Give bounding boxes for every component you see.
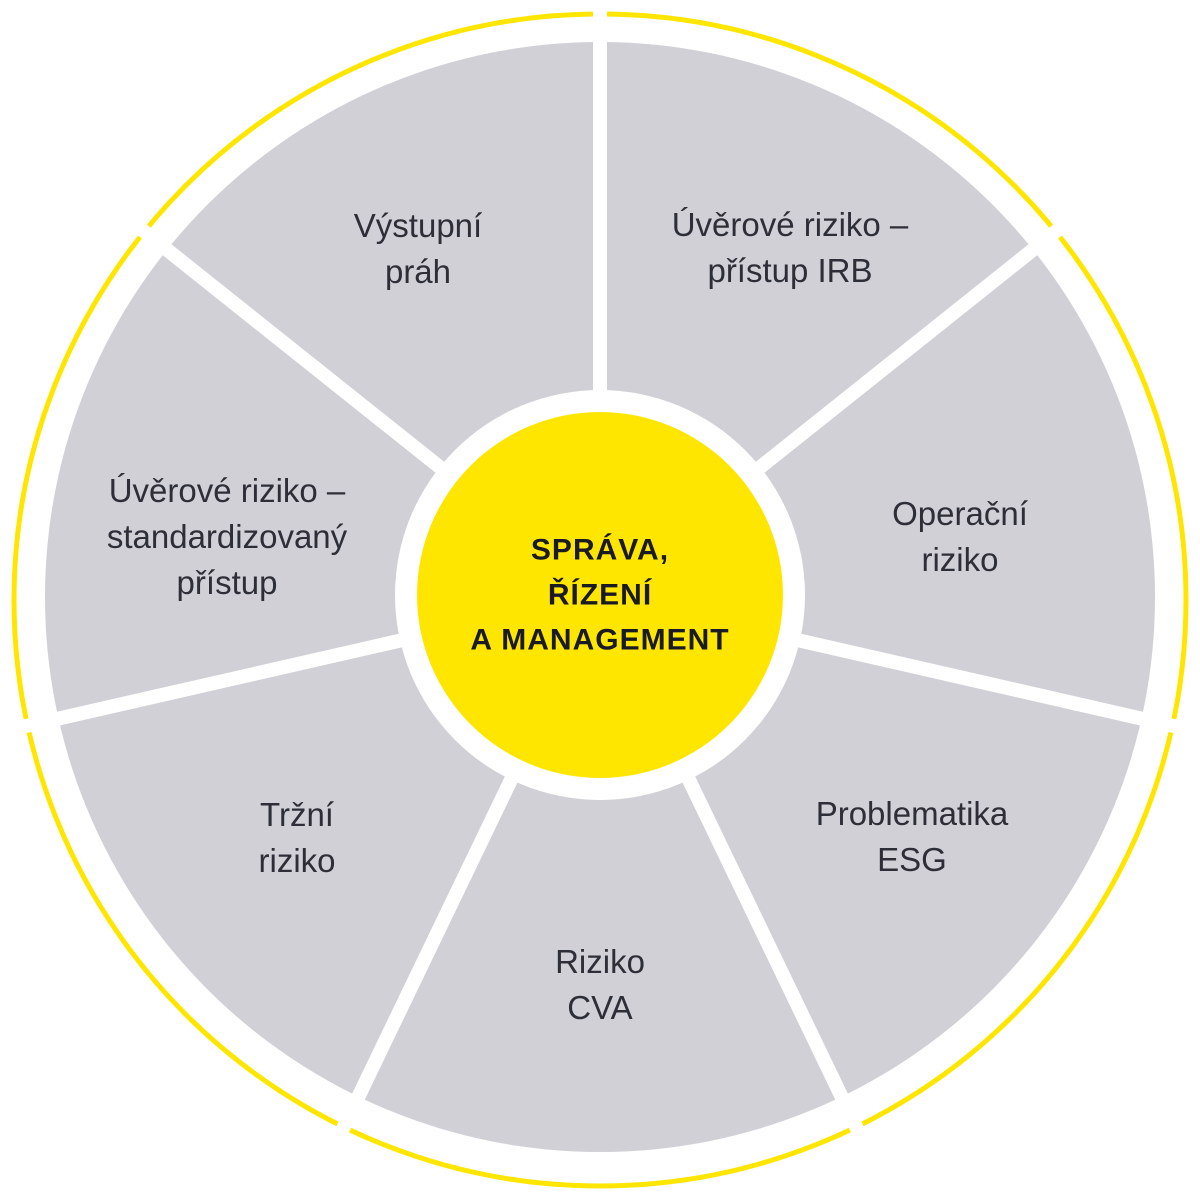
segment-credit-risk-irb: Úvěrové riziko – přístup IRB: [672, 202, 909, 294]
segment-esg: Problematika ESG: [816, 791, 1009, 883]
segment-cva-risk: Riziko CVA: [555, 939, 645, 1031]
segment-label-line: Úvěrové riziko –: [671, 206, 909, 243]
segment-label-line: standardizovaný: [106, 518, 348, 555]
segment-label-line: přístup: [176, 564, 278, 601]
segment-label-line: práh: [384, 253, 452, 290]
segment-label-line: přístup IRB: [707, 252, 873, 289]
center-circle: [417, 412, 783, 778]
segment-label-line: Úvěrové riziko –: [108, 472, 346, 509]
segment-label-line: Problematika: [815, 795, 1009, 832]
segment-credit-risk-standardized: Úvěrové riziko – standardizovaný přístup: [107, 468, 347, 606]
segment-label-line: ESG: [877, 841, 947, 878]
segment-label-line: Tržní: [260, 796, 334, 833]
center-label: SPRÁVA, ŘÍZENÍ A MANAGEMENT: [470, 528, 729, 663]
center-label-line: SPRÁVA,: [530, 533, 670, 567]
segment-operational-risk: Operační riziko: [892, 491, 1028, 583]
segment-market-risk: Tržní riziko: [258, 792, 335, 884]
segment-label-line: riziko: [258, 842, 336, 879]
center-label-line: ŘÍZENÍ: [547, 578, 653, 612]
segment-label-line: Operační: [892, 495, 1028, 532]
segment-output-floor: Výstupní práh: [354, 203, 482, 295]
segment-label-line: riziko: [921, 541, 999, 578]
segment-label-line: CVA: [567, 989, 633, 1026]
segment-label-line: Výstupní: [353, 207, 483, 244]
segment-label-line: Riziko: [555, 943, 645, 980]
center-label-line: A MANAGEMENT: [470, 623, 730, 657]
